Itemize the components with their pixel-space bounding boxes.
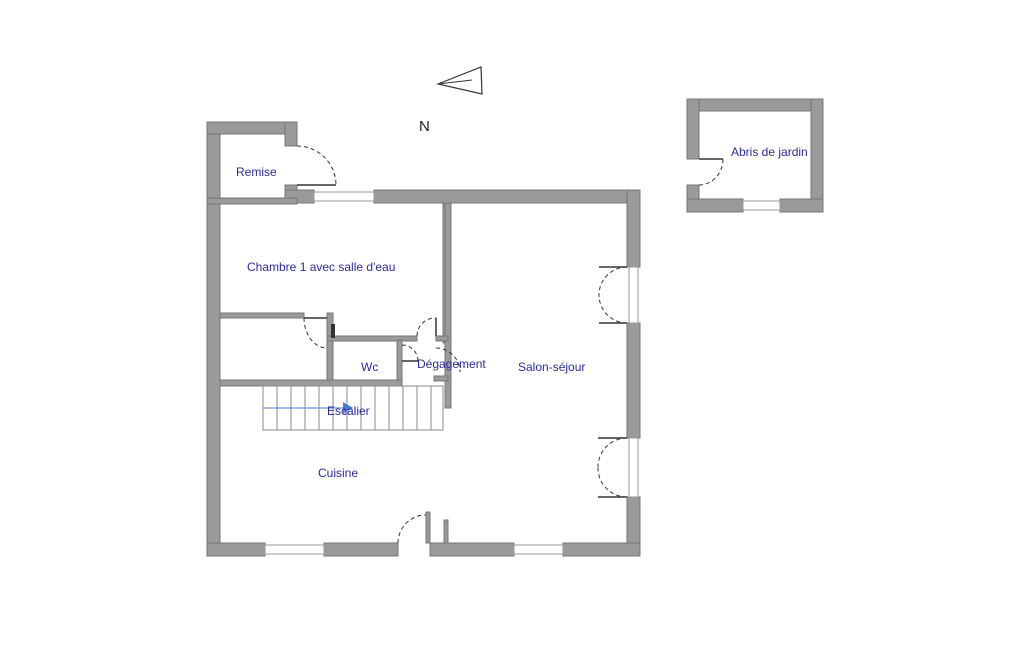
staircase — [262, 385, 444, 431]
windows — [264, 191, 639, 555]
room-label-remise: Remise — [236, 165, 277, 179]
north-label: N — [419, 118, 430, 135]
room-label-wc: Wc — [361, 360, 378, 374]
room-label-degagement: Dégagement — [417, 357, 486, 371]
room-label-abris: Abris de jardin — [731, 145, 808, 159]
room-label-escalier: Escalier — [327, 404, 370, 418]
room-label-chambre: Chambre 1 avec salle d'eau — [247, 260, 395, 274]
doors — [296, 145, 628, 544]
north-arrow-icon — [435, 66, 483, 95]
stair-direction-arrow-icon — [343, 402, 353, 414]
exterior-walls — [206, 121, 641, 557]
room-label-cuisine: Cuisine — [318, 466, 358, 480]
interior-walls — [206, 197, 452, 544]
room-label-salon: Salon-séjour — [518, 360, 585, 374]
garden-shed — [686, 98, 824, 213]
